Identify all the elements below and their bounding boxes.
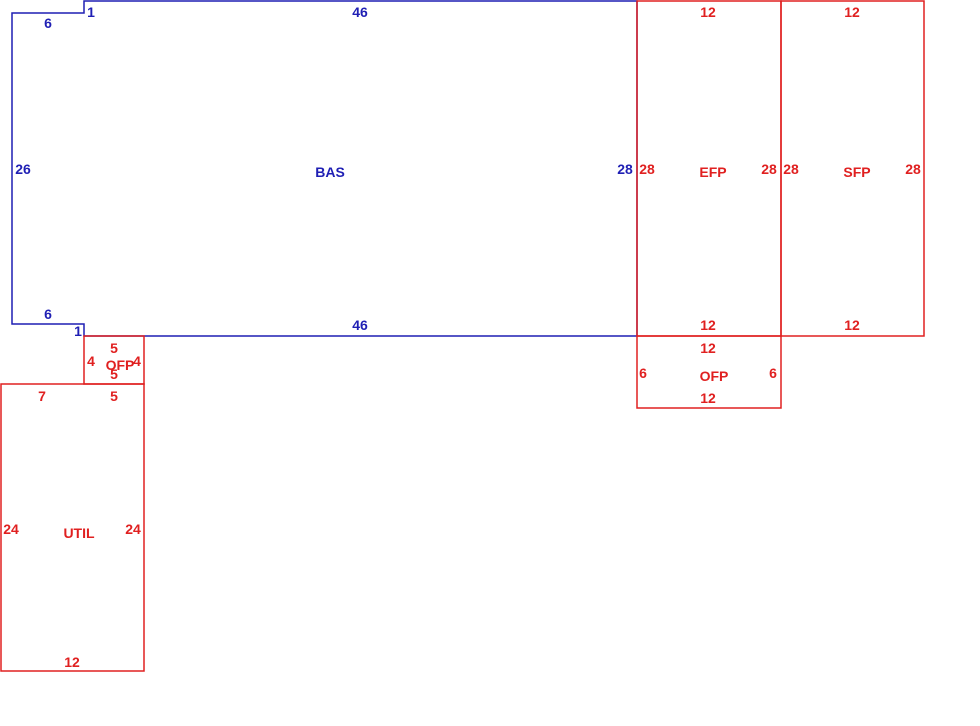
bas-dim-notch-top-v: 1: [87, 4, 95, 20]
util-dim-top-right: 5: [110, 388, 118, 404]
ofp-right-dim-left: 6: [639, 365, 647, 381]
util-label: UTIL: [63, 525, 95, 541]
efp-dim-left: 28: [639, 161, 655, 177]
sfp-label: SFP: [843, 164, 870, 180]
ofp-right-dim-bottom: 12: [700, 390, 716, 406]
bas-label: BAS: [315, 164, 345, 180]
ofp-right-outline: [636, 335, 782, 409]
efp-label: EFP: [699, 164, 726, 180]
sfp-dim-right: 28: [905, 161, 921, 177]
ofp-small-dim-bottom: 5: [110, 366, 118, 382]
ofp-small-label: OFP: [106, 357, 135, 373]
ofp-right-dim-right: 6: [769, 365, 777, 381]
ofp-small-dim-top: 5: [110, 340, 118, 356]
sfp-outline: [780, 0, 925, 337]
bas-dim-notch-top-h: 6: [44, 15, 52, 31]
sfp-dim-left: 28: [783, 161, 799, 177]
ofp-right-dim-top: 12: [700, 340, 716, 356]
ofp-small-dim-left: 4: [87, 353, 95, 369]
bas-dim-notch-bottom-v: 1: [74, 323, 82, 339]
ofp-small-dim-right: 4: [133, 353, 141, 369]
util-outline: [0, 383, 145, 672]
bas-dim-left: 26: [15, 161, 31, 177]
sfp-dim-bottom: 12: [844, 317, 860, 333]
util-dim-top-left: 7: [38, 388, 46, 404]
bas-dim-right: 28: [617, 161, 633, 177]
sfp-dim-top: 12: [844, 4, 860, 20]
efp-dim-bottom: 12: [700, 317, 716, 333]
efp-dim-right: 28: [761, 161, 777, 177]
bas-dim-top: 46: [352, 4, 368, 20]
util-dim-right: 24: [125, 521, 141, 537]
util-dim-bottom: 12: [64, 654, 80, 670]
bas-dim-bottom: 46: [352, 317, 368, 333]
bas-dim-notch-bottom-h: 6: [44, 306, 52, 322]
util-dim-left: 24: [3, 521, 19, 537]
efp-dim-top: 12: [700, 4, 716, 20]
ofp-right-label: OFP: [700, 368, 729, 384]
